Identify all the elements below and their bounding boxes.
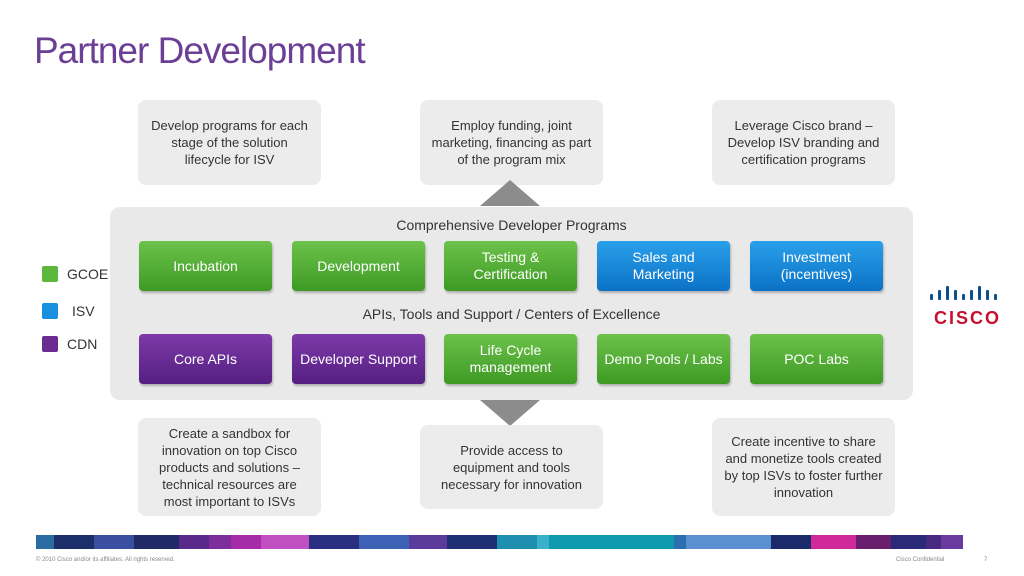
cisco-logo-text: CISCO [934,308,1002,328]
box-investment: Investment (incentives) [750,241,883,291]
box-incubation: Incubation [139,241,272,291]
panel-caption-apis: APIs, Tools and Support / Centers of Exc… [362,306,661,322]
footer-copyright: © 2010 Cisco and/or its affiliates. All … [36,557,175,563]
top-note-2: Employ funding, joint marketing, financi… [420,100,603,185]
box-life-cycle-management: Life Cycle management [444,334,577,384]
legend-label-isv: ISV [72,303,95,319]
bottom-note-1: Create a sandbox for innovation on top C… [138,418,321,516]
panel-caption-programs: Comprehensive Developer Programs [396,217,627,233]
legend-item-cdn: CDN [42,336,97,352]
top-note-1: Develop programs for each stage of the s… [138,100,321,185]
page-title: Partner Development [34,30,366,71]
legend-item-isv: ISV [42,303,95,319]
top-note-3: Leverage Cisco brand – Develop ISV brand… [712,100,895,185]
cisco-logo: CISCO [926,272,1004,332]
decorative-color-stripe [36,535,986,549]
legend-label-cdn: CDN [67,336,98,352]
box-testing-certification: Testing & Certification [444,241,577,291]
legend-label-gcoe: GCOE [67,266,109,282]
up-arrow-icon [480,180,540,206]
bottom-note-2: Provide access to equipment and tools ne… [420,425,603,509]
legend-item-gcoe: GCOE [42,266,108,282]
down-arrow-icon [480,400,540,426]
bottom-note-3: Create incentive to share and monetize t… [712,418,895,516]
legend-swatch-cdn [42,336,58,352]
box-sales-marketing: Sales and Marketing [597,241,730,291]
box-development: Development [292,241,425,291]
box-demo-pools-labs: Demo Pools / Labs [597,334,730,384]
box-poc-labs: POC Labs [750,334,883,384]
legend-swatch-gcoe [42,266,58,282]
footer-confidential: Cisco Confidential [896,557,945,563]
legend-swatch-isv [42,303,58,319]
box-developer-support: Developer Support [292,334,425,384]
footer-page-number: 7 [984,557,988,563]
box-core-apis: Core APIs [139,334,272,384]
